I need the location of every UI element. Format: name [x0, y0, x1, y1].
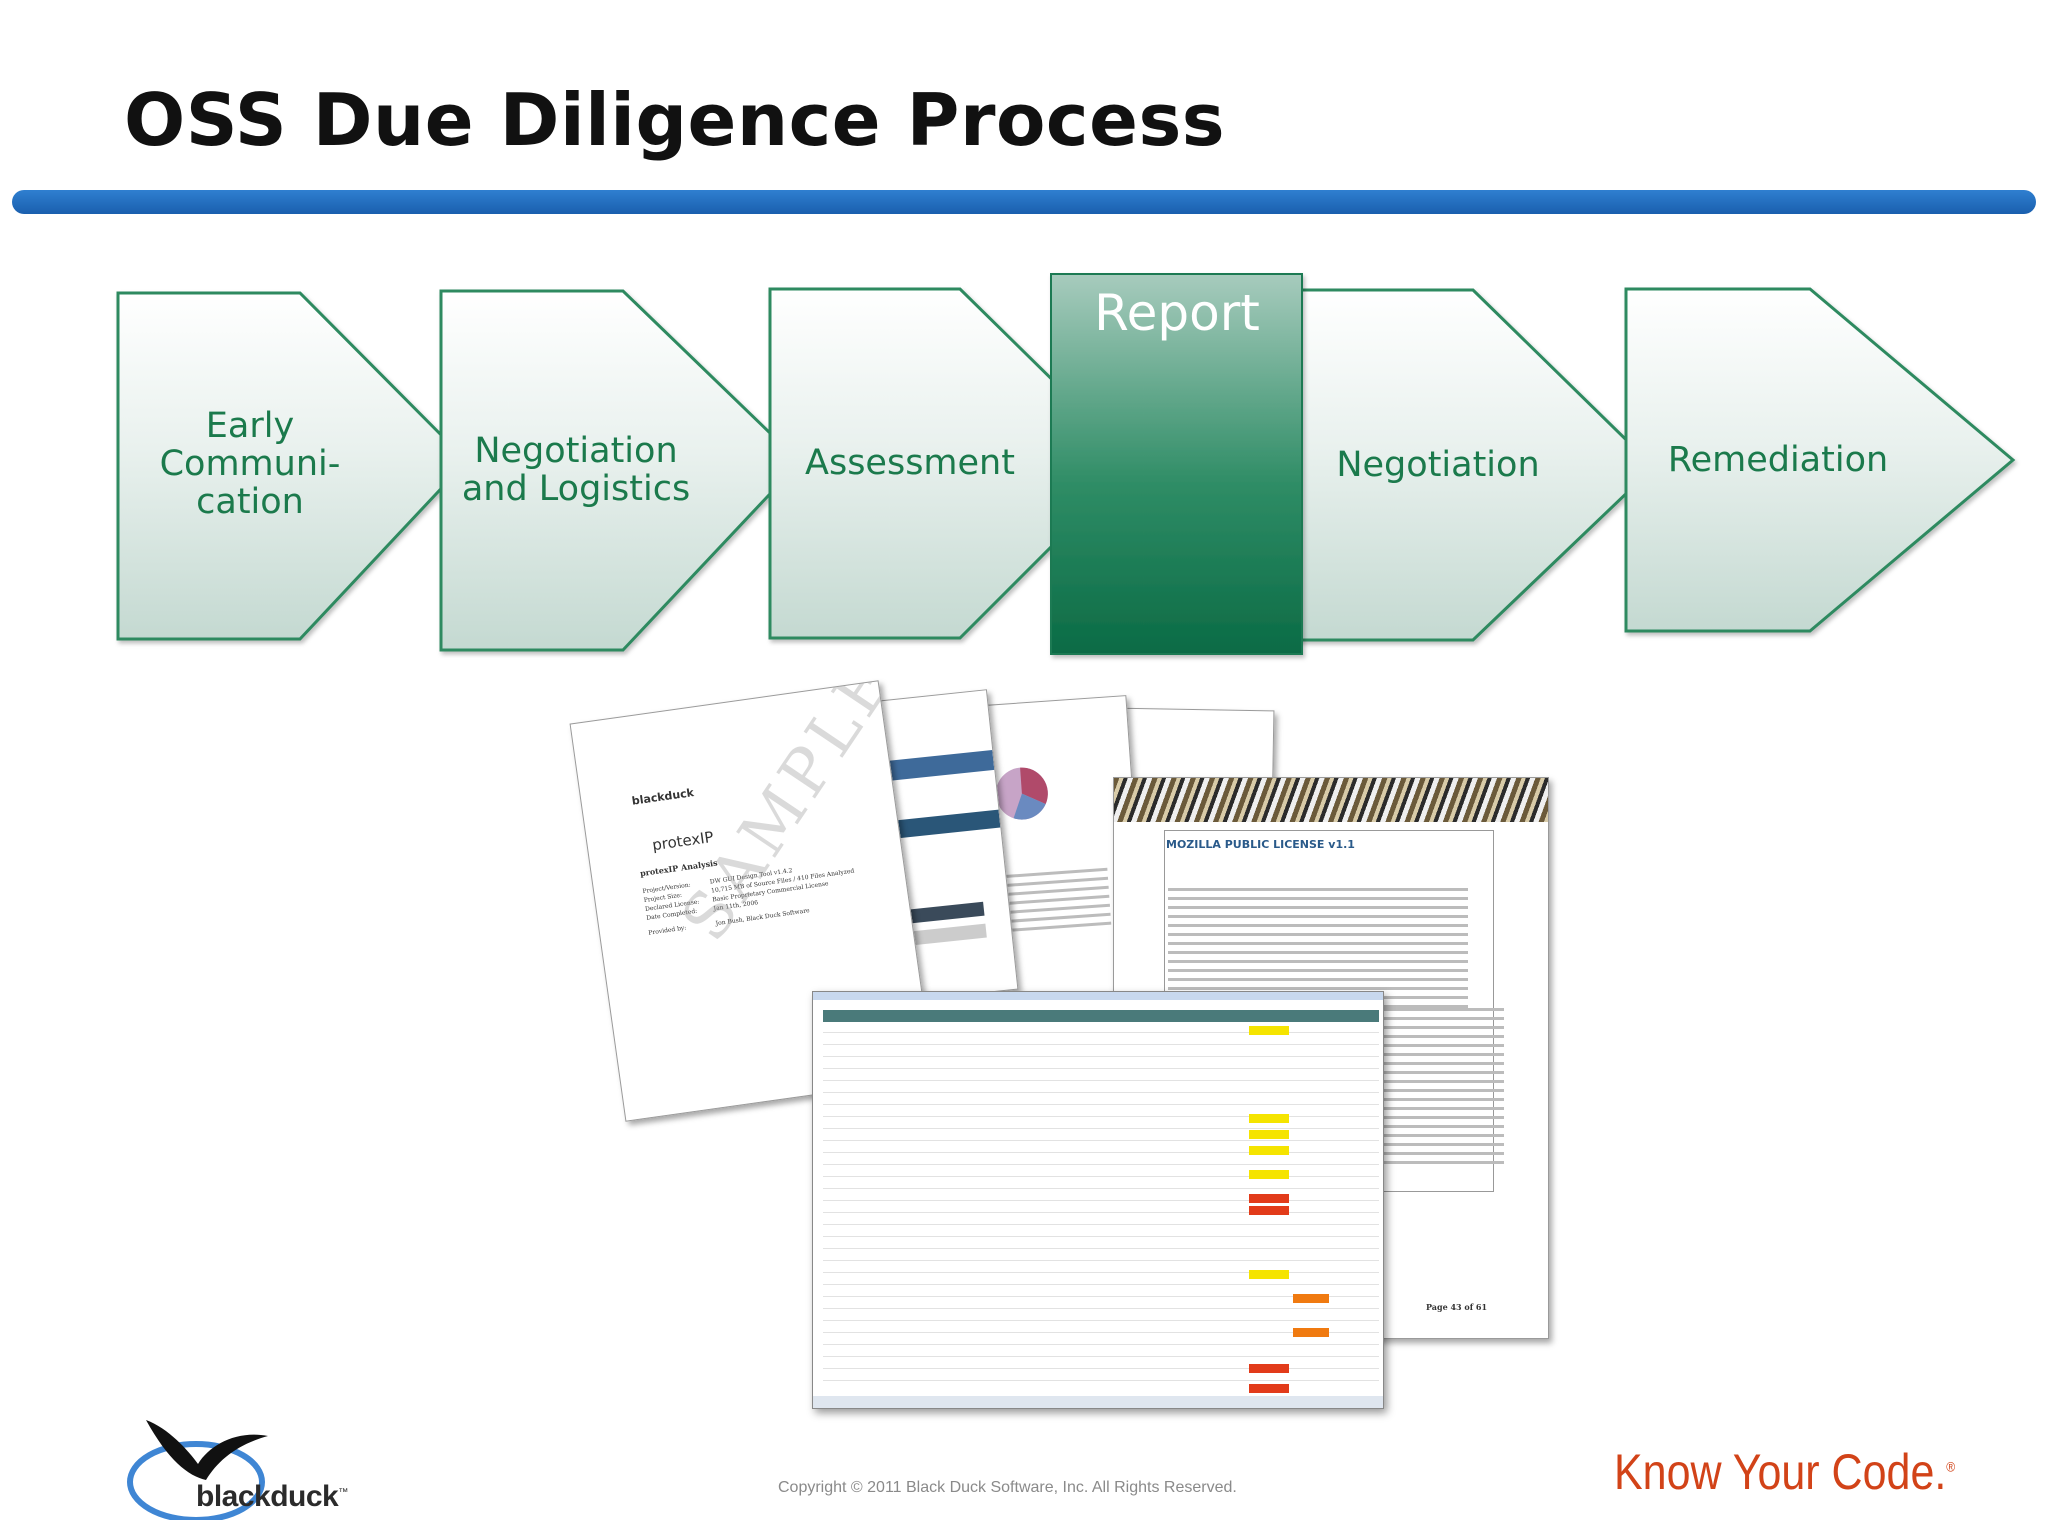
cover-label: Provided by:: [647, 924, 687, 937]
page-title: OSS Due Diligence Process: [124, 78, 1226, 162]
step-label-line: Assessment: [805, 443, 1015, 483]
blackduck-logo-icon: [127, 1420, 268, 1520]
cover-brand: blackduck: [631, 786, 695, 808]
license-page-number: Page 43 of 61: [1426, 1302, 1488, 1312]
step-label-line: Negotiation: [1336, 445, 1540, 485]
report-page-pie: [974, 695, 1148, 1007]
step-label-early-communication: Early Communi- cation: [130, 407, 370, 521]
spreadsheet-header-row: [823, 1010, 1379, 1022]
step-block-report: [1050, 273, 1303, 655]
tagline-trademark: ®: [1946, 1458, 1956, 1475]
tagline: Know Your Code.®: [1614, 1443, 1955, 1501]
step-label-line: Remediation: [1667, 440, 1889, 480]
step-chevron-assessment: [768, 287, 1139, 640]
pie-chart-thumbnail: [995, 767, 1048, 820]
bill-of-materials-spreadsheet: [812, 991, 1384, 1409]
step-chevron-negotiation-logistics: [439, 289, 803, 652]
step-chevron-remediation: [1624, 287, 2016, 633]
step-label-assessment: Assessment: [790, 444, 1030, 482]
process-diagram: [116, 273, 2016, 655]
spreadsheet-title-bar: [813, 992, 1383, 1000]
step-label-line: Negotiation: [474, 431, 678, 471]
license-page-banner: [1114, 778, 1548, 822]
copyright-notice: Copyright © 2011 Black Duck Software, In…: [778, 1479, 1237, 1496]
step-label-line: Communi-: [159, 444, 341, 484]
step-label-negotiation-logistics: Negotiation and Logistics: [456, 432, 696, 508]
step-label-line: cation: [196, 482, 304, 522]
step-label-line: Early: [205, 406, 295, 446]
cover-product: protexIP: [651, 827, 715, 855]
step-label-remediation: Remediation: [1658, 441, 1898, 479]
title-underline-bar: [12, 190, 2036, 214]
blackduck-logo-text: blackduck™: [196, 1480, 348, 1513]
step-chevron-early-communication: [116, 291, 470, 641]
tagline-text: Know Your Code.: [1614, 1444, 1947, 1500]
step-label-line: and Logistics: [461, 469, 691, 509]
logo-trademark: ™: [338, 1487, 348, 1498]
step-label-report: Report: [1094, 284, 1260, 342]
license-page-title: MOZILLA PUBLIC LICENSE v1.1: [1166, 838, 1355, 851]
step-label-negotiation: Negotiation: [1318, 446, 1558, 484]
